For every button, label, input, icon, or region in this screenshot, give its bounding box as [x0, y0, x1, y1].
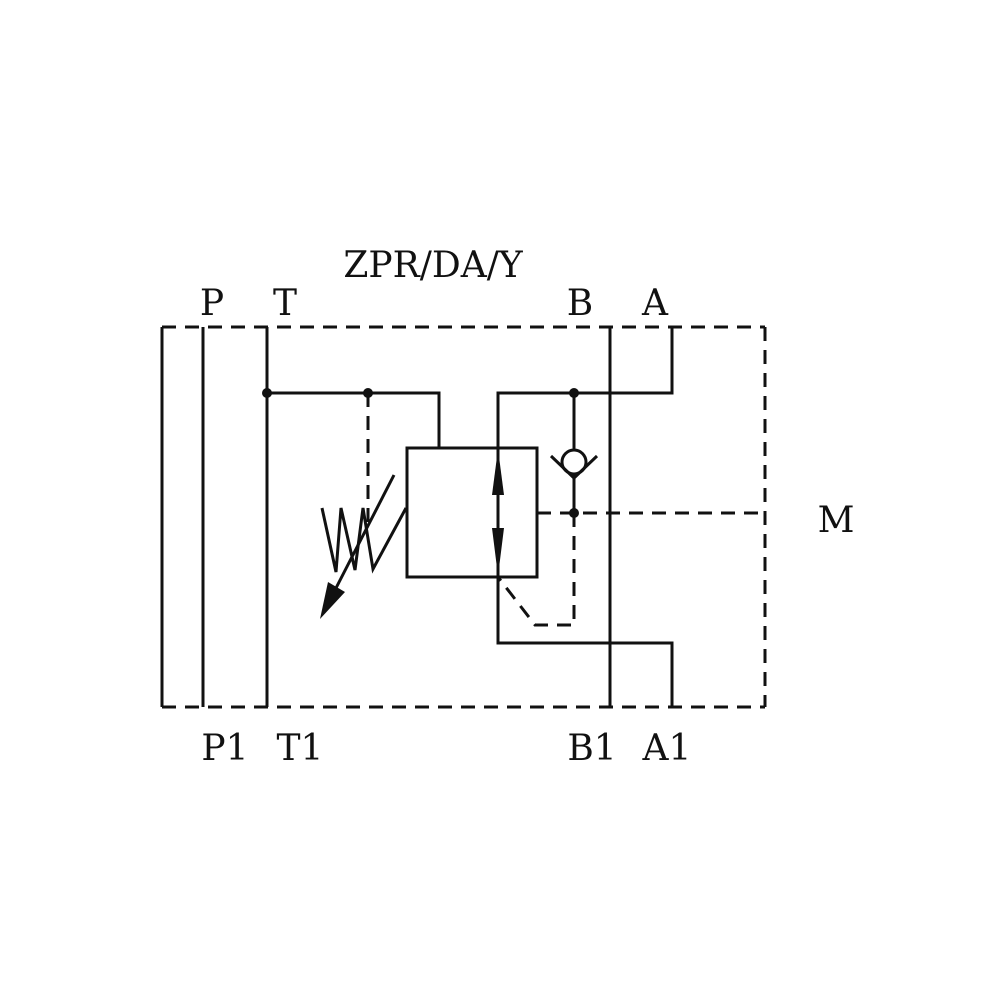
adjustable-arrow	[333, 474, 396, 591]
port-label-t: T	[273, 283, 297, 324]
port-label-p: P	[200, 283, 224, 324]
port-label-m: M	[818, 500, 855, 541]
port-label-a1: A1	[642, 728, 692, 769]
port-label-b1: B1	[567, 728, 616, 769]
port-label-b: B	[567, 283, 593, 324]
reducing-valve-body	[405, 446, 539, 579]
pilot-line	[496, 513, 576, 627]
junction-dots	[262, 388, 579, 518]
arrow-up-icon	[492, 449, 504, 495]
port-label-p1: P1	[201, 728, 248, 769]
adjustable-arrowhead-icon	[320, 582, 345, 619]
valve-model-title: ZPR/DA/Y	[343, 245, 523, 286]
port-label-a: A	[641, 283, 669, 324]
a-flow-path	[496, 327, 674, 707]
t-branch-line	[267, 391, 441, 448]
arrow-down-icon	[492, 528, 504, 576]
block-outline	[160, 325, 767, 709]
check-valve-icon	[549, 393, 599, 513]
port-label-t1: T1	[277, 728, 324, 769]
spring-icon	[320, 507, 408, 574]
